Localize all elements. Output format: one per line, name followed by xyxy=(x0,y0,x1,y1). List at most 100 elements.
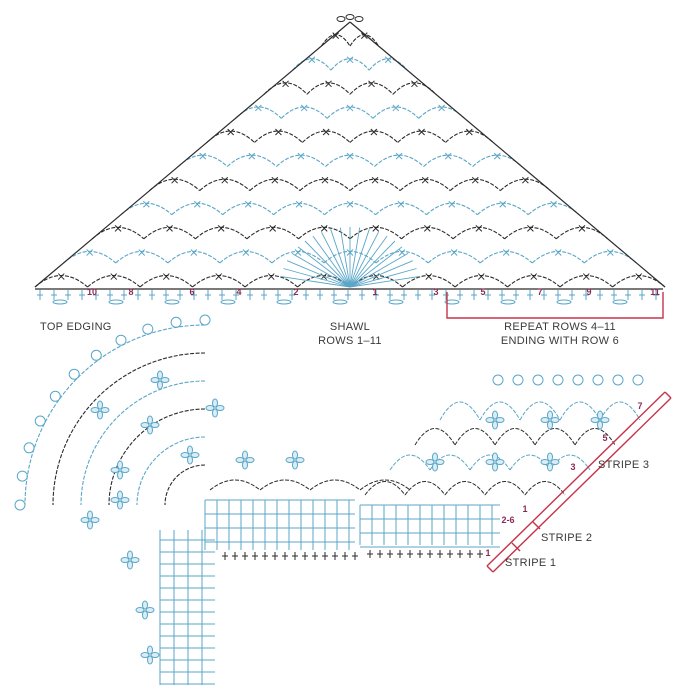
flower-petal xyxy=(425,459,435,465)
stitch-mark xyxy=(421,176,429,184)
shawl-row-number: 2 xyxy=(293,287,298,297)
scallop xyxy=(115,334,127,346)
chain-loop xyxy=(397,130,446,143)
flower-petal xyxy=(130,557,140,563)
chain-loop xyxy=(298,226,351,240)
chain-loop xyxy=(222,202,274,216)
stitch-mark xyxy=(282,80,289,88)
shawl-row-number: 1 xyxy=(372,287,377,297)
fan-stitch xyxy=(286,260,351,288)
flower-petal xyxy=(157,380,163,390)
flower-petal xyxy=(492,462,498,472)
stitch-mark xyxy=(190,249,198,256)
scallop xyxy=(532,374,544,386)
scallop xyxy=(16,470,28,482)
flower-petal xyxy=(147,415,153,425)
border-loop xyxy=(484,481,526,496)
chain-loop xyxy=(325,154,375,167)
stitch-mark xyxy=(372,273,380,280)
label-shawl-rows: ROWS 1–11 xyxy=(318,335,382,347)
flower-petal xyxy=(135,607,145,613)
chain-loop xyxy=(292,58,332,71)
stitch-mark xyxy=(86,249,94,256)
shawl-row-number: 8 xyxy=(128,287,133,297)
chain-loop xyxy=(149,178,201,192)
flower-petal xyxy=(117,490,123,500)
chain-loop xyxy=(263,82,308,95)
edging-chain xyxy=(556,299,572,305)
stitch-mark xyxy=(322,128,330,136)
chain-loop xyxy=(244,275,298,288)
fan-stitch xyxy=(291,253,351,288)
fan-stitch xyxy=(349,227,361,288)
chain-loop xyxy=(177,154,228,167)
chain-loop xyxy=(63,250,117,264)
chain-loop xyxy=(559,275,613,288)
flower-petal xyxy=(117,470,123,480)
stitch-mark xyxy=(522,176,529,184)
stitch-mark xyxy=(530,273,538,280)
corner-arc xyxy=(164,464,206,506)
flower-petal xyxy=(150,422,160,428)
border-row-number: 7 xyxy=(637,401,642,411)
stitch-mark xyxy=(221,176,229,184)
stitch-mark xyxy=(582,273,590,280)
flower-petal xyxy=(215,405,225,411)
stripe-bracket-tick-2 xyxy=(511,542,521,552)
border-row-number: 3 xyxy=(570,462,575,472)
chain-loop xyxy=(375,250,429,264)
stitch-mark xyxy=(346,56,354,64)
edging-chain xyxy=(276,299,292,305)
flower-petal xyxy=(90,517,100,523)
fan-stitch xyxy=(330,229,351,288)
stitch-mark xyxy=(346,152,354,160)
border-loop xyxy=(574,428,616,446)
flower-petal xyxy=(187,455,193,465)
chain-loop xyxy=(276,154,326,167)
chain-loop xyxy=(299,178,351,192)
stitch-mark xyxy=(300,104,308,112)
border-row-number: 1 xyxy=(522,504,527,514)
chain-loop xyxy=(219,250,273,264)
chain-loop xyxy=(326,106,374,119)
corner-arcs xyxy=(14,314,411,511)
chain-loop xyxy=(507,275,561,288)
flower-petal xyxy=(110,467,120,473)
stitch-mark xyxy=(368,80,375,88)
chain-loop xyxy=(349,226,402,240)
flower-petal xyxy=(87,520,93,530)
stitch-mark xyxy=(271,176,279,184)
border-loop xyxy=(509,454,551,471)
stitch-mark xyxy=(244,200,252,208)
chain-loop xyxy=(195,226,248,240)
edging-chain xyxy=(108,299,124,305)
flower-petal xyxy=(292,450,298,460)
chain-loop xyxy=(120,202,173,216)
label-top-edging: TOP EDGING xyxy=(40,321,112,333)
stitch-mark xyxy=(502,249,510,256)
border-loop xyxy=(559,401,601,421)
flower-petal xyxy=(150,377,160,383)
border-loop xyxy=(429,454,471,471)
chain-loop xyxy=(479,250,533,264)
stitch-mark xyxy=(499,200,507,208)
chain-loop xyxy=(368,58,408,71)
flower-petal xyxy=(127,560,133,570)
stitch-mark xyxy=(215,273,223,280)
apex-chains xyxy=(336,14,364,22)
fan-stitch xyxy=(281,276,351,288)
fan-stitch xyxy=(321,231,351,288)
border-row-number: 1 xyxy=(485,548,490,558)
stitch-mark xyxy=(360,32,368,40)
chain-loop xyxy=(399,178,451,192)
flower-petal xyxy=(110,497,120,503)
chain-loop xyxy=(476,202,529,216)
edging-chain xyxy=(220,299,236,305)
chain-loop xyxy=(349,130,399,143)
stitch-mark xyxy=(384,56,392,64)
fan-stitch xyxy=(339,227,351,288)
shawl-row-number: 11 xyxy=(650,287,660,297)
flower-petal xyxy=(485,459,495,465)
